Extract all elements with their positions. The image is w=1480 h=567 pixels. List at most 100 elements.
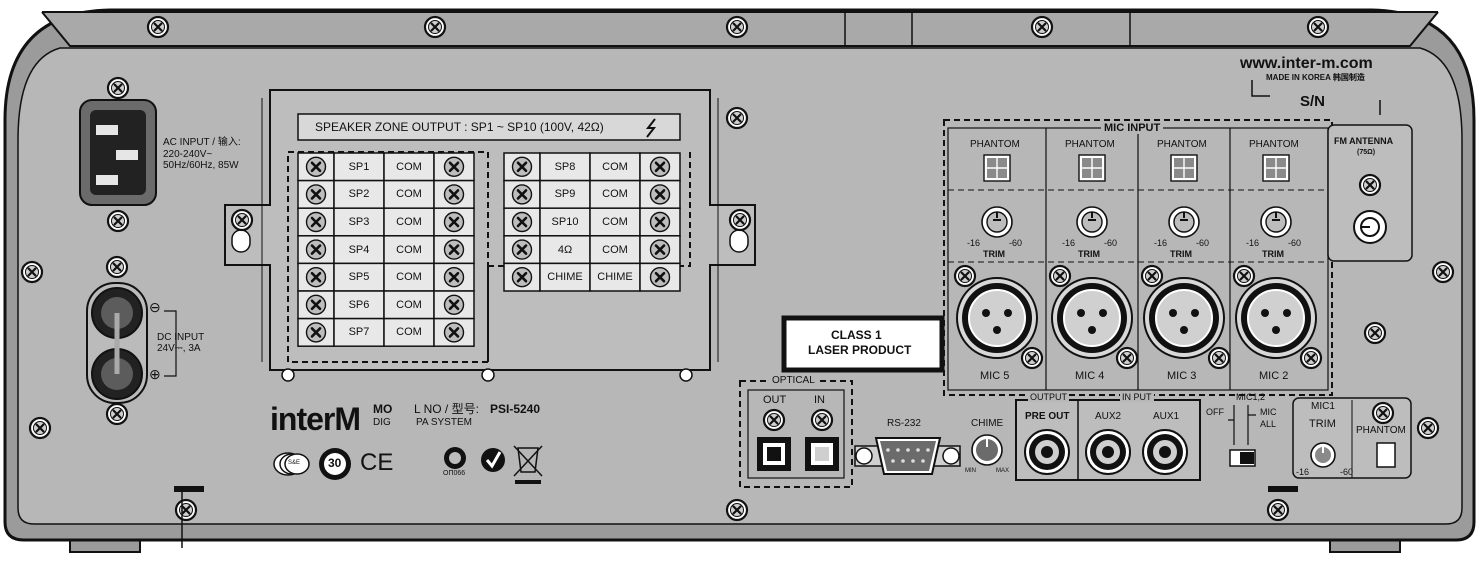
cert-code-text: OП066 bbox=[443, 470, 466, 477]
model-number: PSI-5240 bbox=[490, 402, 541, 416]
mic1-trim-knob[interactable] bbox=[1310, 442, 1336, 468]
mic-trim-label: TRIM bbox=[1170, 249, 1192, 259]
bracket-screw-left bbox=[230, 208, 254, 232]
speaker-terminal-left-grid bbox=[297, 152, 475, 347]
ground-tab-right bbox=[1268, 486, 1298, 492]
right-terminal-screw-b[interactable] bbox=[649, 238, 671, 261]
fm-antenna-jack[interactable] bbox=[1353, 210, 1387, 244]
serial-number-label: S/N bbox=[1300, 93, 1326, 110]
mic-phantom-button[interactable] bbox=[1170, 154, 1198, 182]
speaker-terminal-com: COM bbox=[602, 160, 628, 173]
optical-out-label: OUT bbox=[763, 394, 787, 406]
optical-in-label: IN bbox=[814, 394, 825, 406]
mic-xlr-jack[interactable] bbox=[1235, 277, 1317, 359]
mic1-phantom-label: PHANTOM bbox=[1356, 425, 1406, 436]
left-terminal-screw-b[interactable] bbox=[443, 266, 465, 289]
right-terminal-screw-a[interactable] bbox=[511, 266, 533, 289]
speaker-terminal-label: SP6 bbox=[348, 298, 370, 311]
fm-screw bbox=[1358, 173, 1382, 197]
rs232-label: RS-232 bbox=[887, 418, 921, 429]
chime-max: MAX bbox=[996, 468, 1010, 474]
dc-screw-top bbox=[105, 255, 129, 279]
left-terminal-screw-b[interactable] bbox=[443, 156, 465, 178]
mic-trim-knob[interactable] bbox=[981, 206, 1013, 238]
mic-trim-knob[interactable] bbox=[1168, 206, 1200, 238]
right-terminal-screw-a[interactable] bbox=[511, 156, 533, 178]
right-terminal-screw-a[interactable] bbox=[511, 238, 533, 261]
made-in-text: MADE IN KOREA 韩国制造 bbox=[1266, 73, 1365, 82]
mic-xlr-jack[interactable] bbox=[1143, 277, 1225, 359]
mid-screw bbox=[725, 106, 749, 130]
left-terminal-screw-b[interactable] bbox=[443, 238, 465, 261]
mic-trim-label: TRIM bbox=[983, 249, 1005, 259]
mic12-mode-switch[interactable] bbox=[1228, 405, 1256, 467]
cert-30-mark bbox=[319, 448, 351, 480]
speaker-terminal-label: SP3 bbox=[348, 215, 370, 228]
right-mid-screw bbox=[1363, 321, 1387, 345]
speaker-terminal-label: CHIME bbox=[547, 271, 583, 284]
website-text: www.inter-m.com bbox=[1240, 55, 1373, 72]
chime-label: CHIME bbox=[971, 418, 1004, 429]
dc-minus-symbol: ⊖ bbox=[149, 299, 161, 315]
ac-input-line1: AC INPUT / 输入: bbox=[163, 137, 241, 148]
left-terminal-screw-b[interactable] bbox=[443, 183, 465, 206]
speaker-terminal-label: SP2 bbox=[348, 188, 370, 201]
mic1-phantom-button[interactable] bbox=[1376, 442, 1396, 468]
mic-trim-min: -16 bbox=[1062, 238, 1076, 248]
left-terminal-screw-a[interactable] bbox=[305, 238, 327, 261]
dc-screw-bottom bbox=[105, 402, 129, 426]
right-terminal-screw-b[interactable] bbox=[649, 156, 671, 178]
aux1-label: AUX1 bbox=[1153, 411, 1180, 422]
mic-phantom-button[interactable] bbox=[1262, 154, 1290, 182]
optical-out-port[interactable] bbox=[757, 437, 791, 471]
aux2-jack[interactable] bbox=[1085, 429, 1131, 475]
pre-out-jack[interactable] bbox=[1024, 429, 1070, 475]
dc-input-terminal[interactable] bbox=[86, 282, 148, 404]
speaker-terminal-com: COM bbox=[602, 188, 628, 201]
left-terminal-screw-a[interactable] bbox=[305, 321, 327, 344]
mic-xlr-jack[interactable] bbox=[956, 277, 1038, 359]
top-screw-1 bbox=[146, 15, 170, 39]
mic-trim-max: -60 bbox=[1009, 238, 1023, 248]
mic-phantom-button[interactable] bbox=[1078, 154, 1106, 182]
left-terminal-screw-a[interactable] bbox=[305, 293, 327, 316]
ac-screw-top bbox=[106, 76, 130, 100]
right-terminal-screw-b[interactable] bbox=[649, 183, 671, 206]
model-prefix: MO bbox=[373, 402, 393, 416]
right-terminal-screw-b[interactable] bbox=[649, 266, 671, 289]
left-terminal-screw-b[interactable] bbox=[443, 211, 465, 233]
mic-trim-knob[interactable] bbox=[1076, 206, 1108, 238]
cert-se-text: S&E bbox=[288, 460, 301, 466]
ac-power-inlet[interactable] bbox=[79, 99, 157, 206]
side-screw-left-low bbox=[28, 416, 52, 440]
mic-phantom-label: PHANTOM bbox=[1065, 139, 1115, 150]
right-terminal-screw-a[interactable] bbox=[511, 183, 533, 206]
left-terminal-screw-a[interactable] bbox=[305, 156, 327, 178]
top-screw-3 bbox=[725, 15, 749, 39]
rs232-port[interactable] bbox=[854, 437, 961, 475]
mic-phantom-label: PHANTOM bbox=[1249, 139, 1299, 150]
mic1-trim-min: -16 bbox=[1296, 467, 1310, 477]
left-terminal-screw-a[interactable] bbox=[305, 183, 327, 206]
left-terminal-screw-a[interactable] bbox=[305, 266, 327, 289]
speaker-terminal-label: SP9 bbox=[554, 188, 576, 201]
side-screw-left bbox=[20, 260, 44, 284]
right-terminal-screw-a[interactable] bbox=[511, 211, 533, 233]
mic1-trim-max: -60 bbox=[1340, 467, 1354, 477]
mic-phantom-button[interactable] bbox=[983, 154, 1011, 182]
optical-out-screw bbox=[762, 408, 786, 432]
aux1-jack[interactable] bbox=[1142, 429, 1188, 475]
speaker-terminal-com: COM bbox=[396, 243, 422, 256]
left-terminal-screw-b[interactable] bbox=[443, 293, 465, 316]
mic-xlr-screw-bottom bbox=[1207, 346, 1231, 370]
chime-volume-knob[interactable] bbox=[971, 434, 1003, 466]
mic-xlr-jack[interactable] bbox=[1051, 277, 1133, 359]
mic1-title: MIC1 bbox=[1311, 401, 1335, 412]
mic-trim-knob[interactable] bbox=[1260, 206, 1292, 238]
left-terminal-screw-b[interactable] bbox=[443, 321, 465, 344]
right-terminal-screw-b[interactable] bbox=[649, 211, 671, 233]
left-terminal-screw-a[interactable] bbox=[305, 211, 327, 233]
speaker-terminal-com: COM bbox=[602, 243, 628, 256]
optical-in-port[interactable] bbox=[805, 437, 839, 471]
